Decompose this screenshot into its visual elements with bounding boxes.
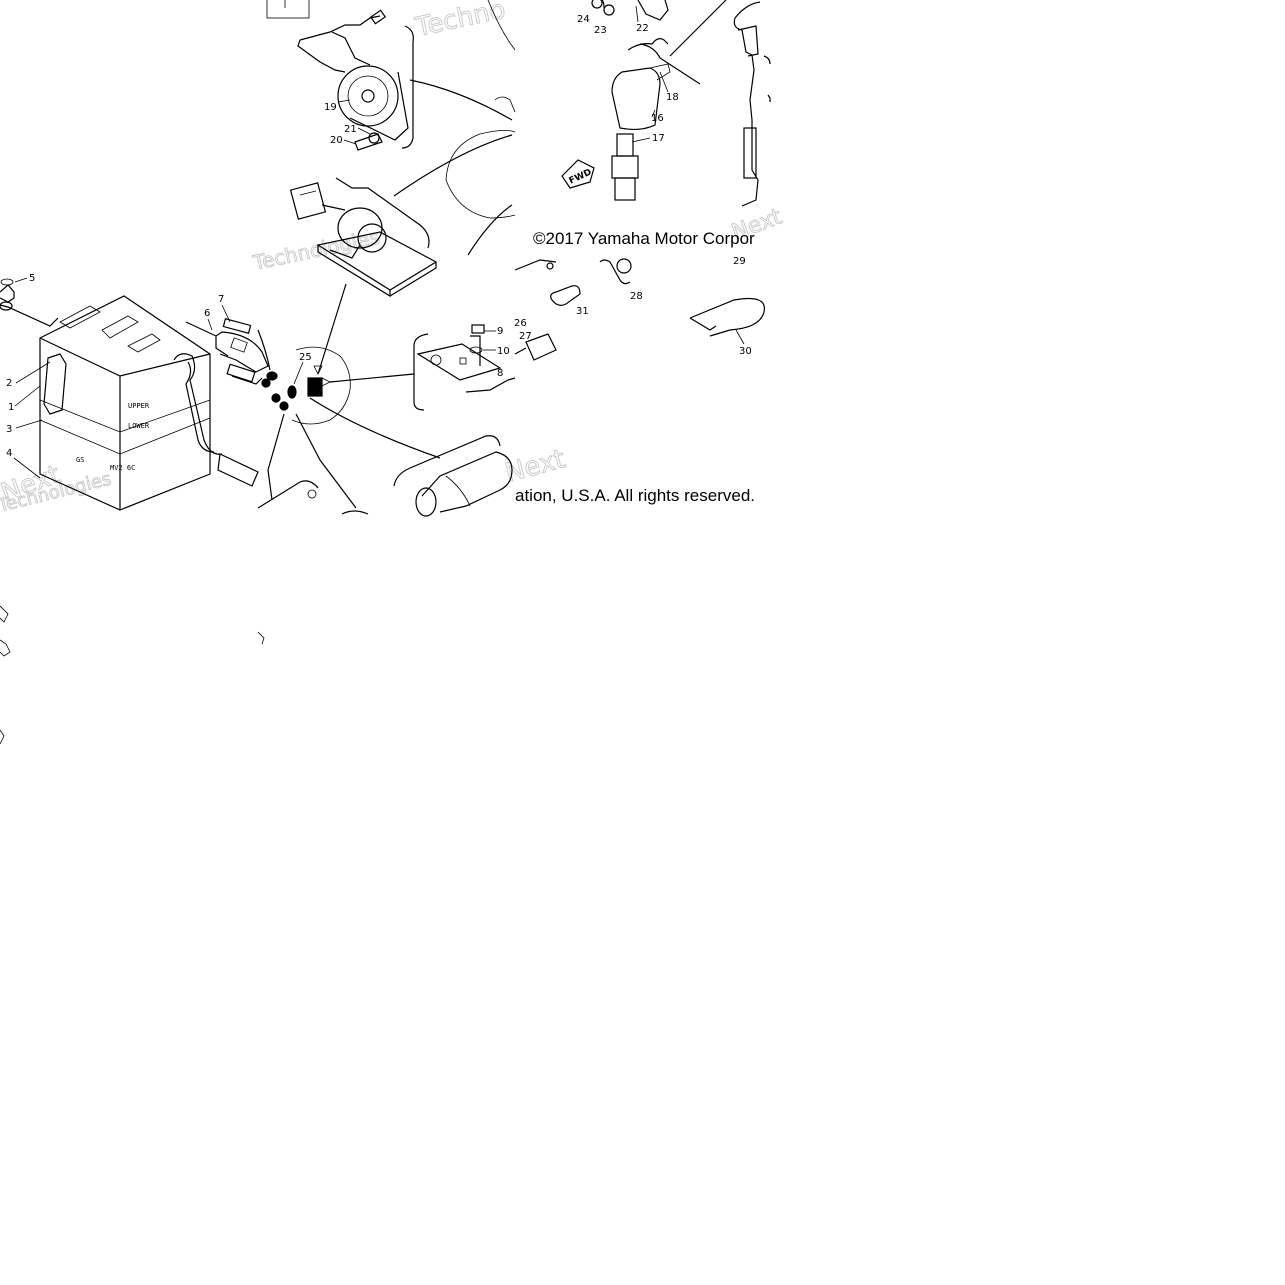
fwd-marker: FWD xyxy=(568,168,594,187)
battery-upper-label: UPPER xyxy=(128,402,150,410)
callout-27: 27 xyxy=(519,331,532,342)
callout-5: 5 xyxy=(29,273,35,284)
callout-18: 18 xyxy=(666,92,679,103)
callout-19: 19 xyxy=(324,102,337,113)
resistor-group: 9 10 8 xyxy=(321,324,516,411)
callout-22: 22 xyxy=(636,23,649,34)
callout-9: 9 xyxy=(497,326,503,337)
frame-outline xyxy=(393,0,516,256)
horn-body xyxy=(337,65,399,127)
callout-31: 31 xyxy=(576,306,589,317)
relay-group xyxy=(289,177,438,298)
copyright-line-b: ation, U.S.A. All rights reserved. xyxy=(515,486,755,505)
harness-junction: 25 xyxy=(257,283,441,509)
battery-small-code: GS xyxy=(76,456,84,464)
horn-group: 19 21 20 xyxy=(266,0,414,151)
spark-plug xyxy=(616,133,634,157)
battery-case xyxy=(39,295,211,511)
callout-2: 2 xyxy=(6,378,12,389)
watermark-text: Techno xyxy=(412,0,508,43)
sparkplug-group: 24 23 22 18 16 17 FWD xyxy=(561,0,771,207)
callout-17: 17 xyxy=(652,133,665,144)
callout-6: 6 xyxy=(204,308,210,319)
battery-group: 5 UPPER LOWER GS MV2 6C 2 1 3 4 xyxy=(0,273,259,511)
callout-16: 16 xyxy=(651,113,664,124)
fragments-group xyxy=(0,605,265,745)
fuse xyxy=(222,318,252,334)
callout-3: 3 xyxy=(6,424,12,435)
callout-28: 28 xyxy=(630,291,643,302)
callout-26: 26 xyxy=(514,318,527,329)
copyright-line-a: ©2017 Yamaha Motor Corpor xyxy=(533,229,755,248)
fuse-holder-group: 7 6 xyxy=(185,294,269,385)
callout-10: 10 xyxy=(497,346,510,357)
plug-cap xyxy=(611,67,661,131)
watermark-text: Technologies xyxy=(250,225,382,275)
battery-model-code: MV2 6C xyxy=(110,464,135,472)
callout-25: 25 xyxy=(299,352,312,363)
callout-7: 7 xyxy=(218,294,224,305)
callout-1: 1 xyxy=(8,402,14,413)
callout-29: 29 xyxy=(733,256,746,267)
callout-24: 24 xyxy=(577,14,590,25)
callout-30: 30 xyxy=(739,346,752,357)
callout-23: 23 xyxy=(594,25,607,36)
callout-8: 8 xyxy=(497,368,503,379)
misc-parts-group: 28 29 31 30 26 27 xyxy=(514,256,766,361)
callout-4: 4 xyxy=(6,448,12,459)
boot-cover-group xyxy=(257,435,513,517)
battery-lower-label: LOWER xyxy=(128,422,150,430)
callout-21: 21 xyxy=(344,124,357,135)
callout-20: 20 xyxy=(330,135,343,146)
